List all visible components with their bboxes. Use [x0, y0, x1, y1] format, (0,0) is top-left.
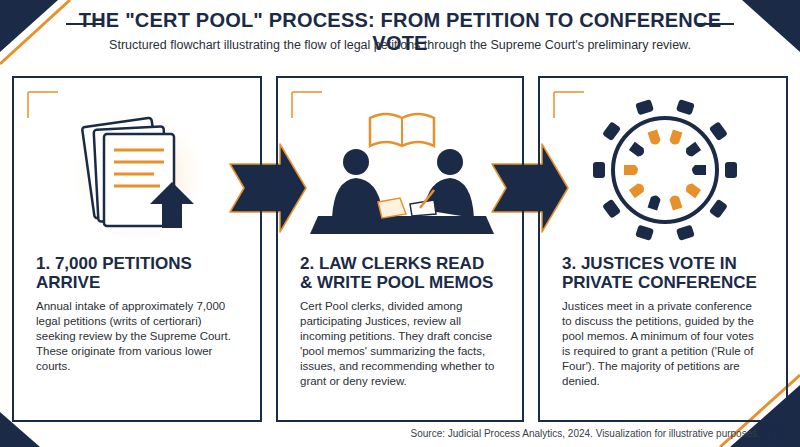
panel-heading: 1. 7,000 PETITIONS ARRIVE [36, 254, 238, 292]
panel-heading: 2. LAW CLERKS READ & WRITE POOL MEMOS [300, 254, 500, 292]
subtitle: Structured flowchart illustrating the fl… [40, 38, 760, 52]
panel-illustration [540, 78, 790, 254]
panel-body: Justices meet in a private conference to… [562, 299, 764, 389]
corner-shape [742, 0, 800, 52]
source-caption: Source: Judicial Process Analytics, 2024… [411, 428, 760, 439]
panel-illustration [14, 78, 264, 254]
process-panel: 3. JUSTICES VOTE IN PRIVATE CONFERENCE Ju… [538, 76, 788, 422]
panel-body: Cert Pool clerks, divided among particip… [300, 299, 500, 389]
process-panel: 1. 7,000 PETITIONS ARRIVE Annual intake o… [12, 76, 262, 422]
panel-illustration [278, 78, 526, 254]
flow-arrow [492, 144, 568, 232]
corner-shape [0, 0, 58, 52]
corner-stripe [0, 0, 70, 64]
corner-shape [0, 412, 40, 447]
panel-body: Annual intake of approximately 7,000 leg… [36, 299, 238, 374]
flow-arrow [230, 144, 306, 232]
panel-heading: 3. JUSTICES VOTE IN PRIVATE CONFERENCE [562, 254, 764, 292]
scale-icon [761, 425, 783, 441]
process-panel: 2. LAW CLERKS READ & WRITE POOL MEMOS Cer… [276, 76, 524, 422]
